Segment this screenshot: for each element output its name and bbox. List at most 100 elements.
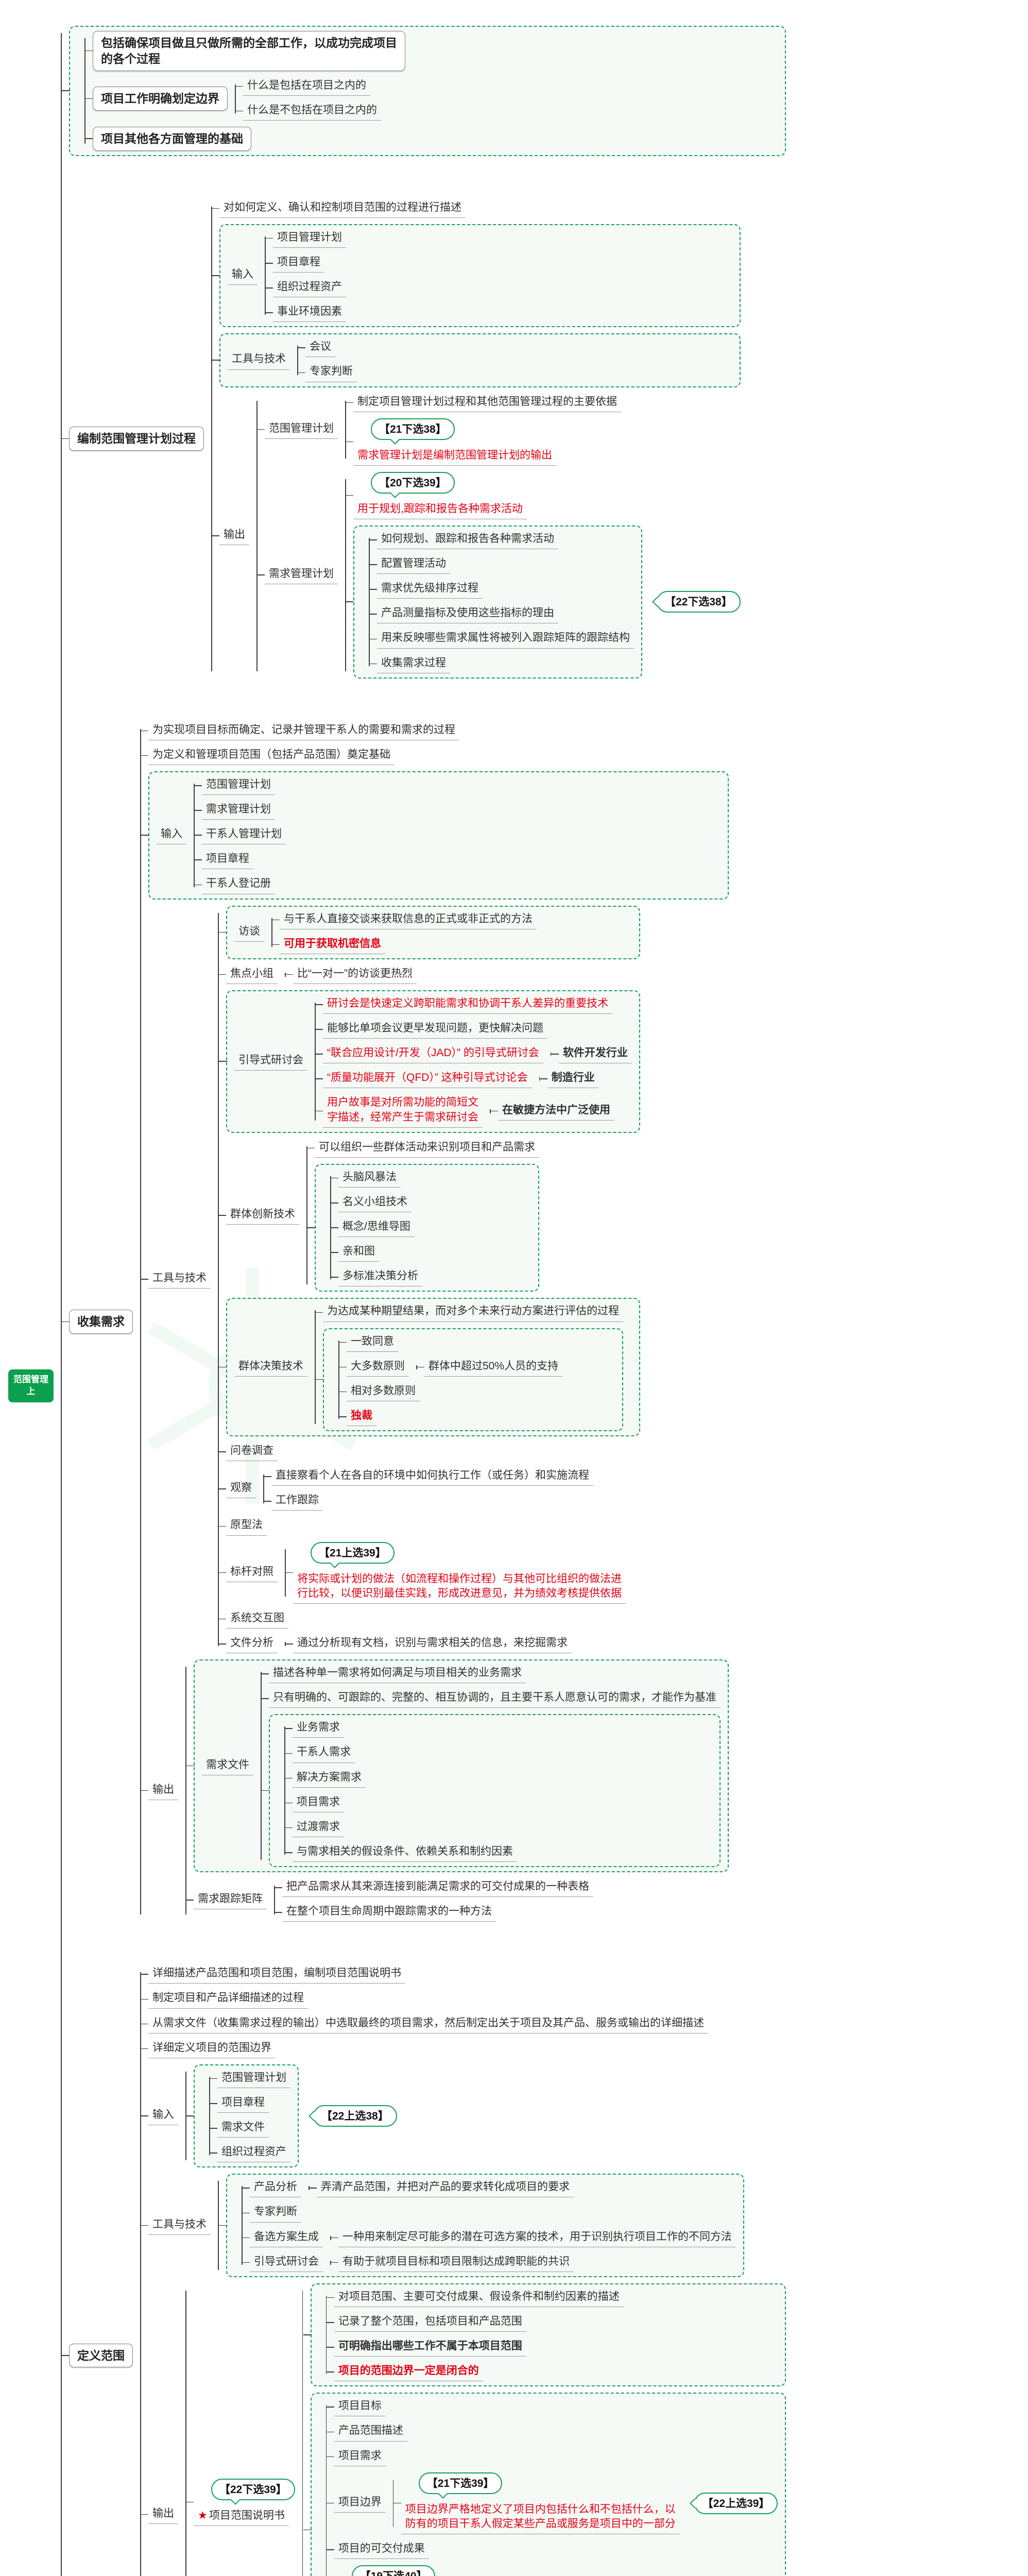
- topic[interactable]: 群体中超过50%人员的支持: [424, 1358, 563, 1377]
- topic[interactable]: 制造行业: [547, 1070, 599, 1089]
- topic[interactable]: 什么是包括在项目之内的: [243, 77, 370, 96]
- topic[interactable]: 干系人登记册: [202, 875, 275, 894]
- exam-ref-badge[interactable]: 【19下选40】: [351, 2565, 436, 2576]
- topic[interactable]: 多标准决策分析: [338, 1268, 422, 1287]
- topic[interactable]: 将实际或计划的做法（如流程和操作过程）与其他可比组织的做法进 行比较，以便识别最…: [293, 1571, 626, 1604]
- document-analysis[interactable]: 文件分析: [226, 1635, 278, 1654]
- topic[interactable]: 头脑风暴法: [338, 1169, 401, 1188]
- topic[interactable]: 制定项目管理计划过程和其他范围管理过程的主要依据: [353, 394, 621, 412]
- central-topic-scope-management[interactable]: 范围管理 上: [8, 1369, 54, 1402]
- topic[interactable]: 名义小组技术: [338, 1194, 412, 1213]
- topic[interactable]: 干系人管理计划: [202, 826, 286, 845]
- topic[interactable]: 项目章程: [202, 851, 253, 870]
- topic[interactable]: 需求文件: [217, 2119, 269, 2138]
- topic[interactable]: 产品范围描述: [334, 2422, 407, 2442]
- node-outputs[interactable]: 输出: [219, 527, 249, 546]
- topic[interactable]: 描述各种单一需求将如何满足与项目相关的业务需求: [269, 1665, 526, 1684]
- topic[interactable]: 可以组织一些群体活动来识别项目和产品需求: [315, 1139, 539, 1158]
- requirements-documentation[interactable]: 需求文件: [202, 1757, 253, 1775]
- node-outputs[interactable]: 输出: [148, 1782, 178, 1800]
- topic[interactable]: 范围管理计划: [217, 2070, 290, 2088]
- topic[interactable]: 通过分析现有文档，识别与需求相关的信息，来挖掘需求: [293, 1635, 572, 1654]
- project-boundaries[interactable]: 项目边界: [334, 2494, 386, 2513]
- topic[interactable]: 项目需求: [293, 1794, 344, 1812]
- topic[interactable]: 可明确指出哪些工作不属于本项目范围: [334, 2338, 526, 2357]
- scope-definition-box[interactable]: 包括确保项目做且只做所需的全部工作，以成功完成项目 的各个过程: [93, 31, 405, 71]
- branch-define-scope[interactable]: 定义范围: [69, 2343, 133, 2368]
- topic[interactable]: 为达成某种期望结果，而对多个未来行动方案进行评估的过程: [323, 1303, 623, 1322]
- foundation-box[interactable]: 项目其他各方面管理的基础: [93, 126, 251, 151]
- topic[interactable]: 与干系人直接交谈来获取信息的正式或非正式的方法: [280, 911, 537, 929]
- facilitated-workshops[interactable]: 引导式研讨会: [234, 1052, 307, 1071]
- topic[interactable]: 制定项目和产品详细描述的过程: [148, 1990, 308, 2009]
- topic[interactable]: 干系人需求: [293, 1744, 355, 1763]
- topic[interactable]: 记录了整个范围，包括项目和产品范围: [334, 2313, 526, 2332]
- boundary-box[interactable]: 项目工作明确划定边界: [93, 87, 228, 111]
- topic[interactable]: 亲和图: [338, 1243, 379, 1262]
- topic[interactable]: 项目目标: [334, 2398, 386, 2417]
- topic[interactable]: 一种用来制定尽可能多的潜在可选方案的技术，用于识别执行项目工作的不同方法: [338, 2229, 736, 2247]
- topic[interactable]: 比“一对一”的访谈更热烈: [293, 965, 417, 984]
- topic[interactable]: 需求管理计划: [202, 801, 275, 820]
- topic[interactable]: 收集需求过程: [377, 655, 450, 673]
- group-decision-techniques[interactable]: 群体决策技术: [234, 1358, 307, 1377]
- topic[interactable]: 需求优先级排序过程: [377, 580, 483, 599]
- node-tools-techniques[interactable]: 工具与技术: [148, 1270, 211, 1289]
- branch-collect-requirements[interactable]: 收集需求: [69, 1310, 133, 1334]
- topic[interactable]: 产品测量指标及使用这些指标的理由: [377, 605, 558, 624]
- scope-management-plan[interactable]: 范围管理计划: [265, 420, 338, 439]
- topic[interactable]: 引导式研讨会: [250, 2253, 323, 2272]
- exam-ref-badge[interactable]: 【21下选39】: [418, 2472, 503, 2494]
- topic[interactable]: 研讨会是快速定义跨职能需求和协调干系人差异的重要技术: [323, 995, 612, 1014]
- exam-ref-badge[interactable]: 【22下选38】: [657, 591, 741, 613]
- exam-ref-badge[interactable]: 【21上选39】: [311, 1541, 395, 1564]
- topic[interactable]: 解决方案需求: [293, 1769, 366, 1788]
- topic[interactable]: 软件开发行业: [558, 1045, 632, 1064]
- exam-ref-badge[interactable]: 【22上选39】: [694, 2492, 778, 2514]
- topic[interactable]: 专家判断: [305, 363, 357, 382]
- observation[interactable]: 观察: [226, 1480, 256, 1499]
- requirements-traceability-matrix[interactable]: 需求跟踪矩阵: [194, 1891, 267, 1910]
- topic[interactable]: 工作跟踪: [271, 1492, 323, 1511]
- topic[interactable]: 为定义和管理项目范围（包括产品范围）奠定基础: [148, 747, 395, 765]
- context-diagrams[interactable]: 系统交互图: [226, 1610, 288, 1629]
- requirements-management-plan[interactable]: 需求管理计划: [265, 566, 338, 585]
- node-inputs[interactable]: 输入: [157, 826, 186, 845]
- topic[interactable]: 对项目范围、主要可交付成果、假设条件和制约因素的描述: [334, 2289, 624, 2307]
- group-creativity-techniques[interactable]: 群体创新技术: [226, 1206, 299, 1225]
- node-inputs[interactable]: 输入: [228, 266, 258, 285]
- topic[interactable]: 把产品需求从其来源连接到能满足需求的可交付成果的一种表格: [282, 1878, 593, 1897]
- topic[interactable]: 专家判断: [250, 2204, 301, 2223]
- topic[interactable]: 配置管理活动: [377, 555, 450, 574]
- topic[interactable]: 过渡需求: [293, 1819, 344, 1837]
- topic[interactable]: 与需求相关的假设条件、依赖关系和制约因素: [293, 1843, 517, 1862]
- topic[interactable]: 从需求文件（收集需求过程的输出）中选取最终的项目需求，然后制定出关于项目及其产品…: [148, 2015, 708, 2033]
- topic[interactable]: 事业环境因素: [273, 303, 346, 323]
- topic[interactable]: 弄清产品范围，并把对产品的要求转化成项目的要求: [317, 2179, 574, 2198]
- topic[interactable]: 详细描述产品范围和项目范围，编制项目范围说明书: [148, 1965, 405, 1984]
- topic[interactable]: 如何规划、跟踪和报告各种需求活动: [377, 531, 558, 550]
- node-inputs[interactable]: 输入: [148, 2107, 178, 2126]
- topic[interactable]: 范围管理计划: [202, 776, 275, 795]
- exam-ref-badge[interactable]: 【22下选39】: [211, 2478, 295, 2500]
- topic[interactable]: 为实现项目目标而确定、记录并管理干系人的需要和需求的过程: [148, 722, 459, 740]
- topic[interactable]: 在整个项目生命周期中跟踪需求的一种方法: [282, 1903, 496, 1922]
- topic[interactable]: “质量功能展开（QFD）” 这种引导式讨论会: [323, 1070, 532, 1089]
- topic[interactable]: 备选方案生成: [250, 2229, 323, 2247]
- topic[interactable]: 对如何定义、确认和控制项目范围的过程进行描述: [219, 199, 466, 218]
- topic[interactable]: 项目需求: [334, 2448, 386, 2466]
- topic[interactable]: 业务需求: [293, 1719, 344, 1738]
- topic[interactable]: 能够比单项会议更早发现问题，更快解决问题: [323, 1020, 547, 1039]
- node-tools-techniques[interactable]: 工具与技术: [148, 2216, 211, 2235]
- prototyping[interactable]: 原型法: [226, 1517, 267, 1536]
- project-scope-statement[interactable]: ★项目范围说明书: [194, 2507, 289, 2526]
- topic[interactable]: 用来反映哪些需求属性将被列入跟踪矩阵的跟踪结构: [377, 630, 634, 649]
- topic[interactable]: “联合应用设计/开发（JAD）” 的引导式研讨会: [323, 1045, 543, 1064]
- topic[interactable]: 有助于就项目目标和项目限制达成跨职能的共识: [338, 2253, 574, 2272]
- topic[interactable]: 项目边界严格地定义了项目内包括什么和不包括什么，以 防有的项目干系人假定某些产品…: [401, 2501, 680, 2534]
- focus-groups[interactable]: 焦点小组: [226, 965, 278, 984]
- topic[interactable]: 大多数原则: [347, 1358, 409, 1377]
- topic[interactable]: 用户故事是对所需功能的简短文 字描述，经常产生于需求研讨会: [323, 1094, 483, 1128]
- interviews[interactable]: 访谈: [234, 923, 264, 942]
- topic[interactable]: 可用于获取机密信息: [280, 936, 385, 954]
